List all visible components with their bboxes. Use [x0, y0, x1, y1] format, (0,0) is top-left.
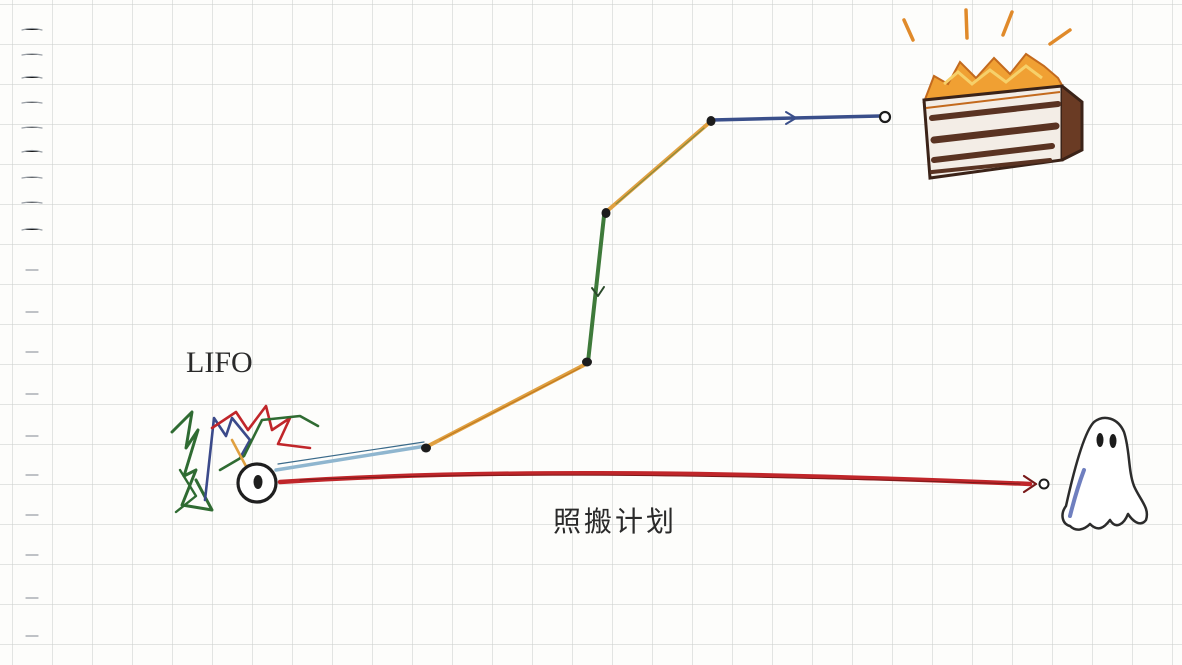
ghost-eye [1096, 433, 1104, 447]
rising-path [274, 111, 882, 472]
plan-label: 照搬计划 [553, 505, 678, 538]
goal-endpoint-ring [878, 110, 892, 124]
path-waypoints [421, 116, 716, 453]
margin-ticks [21, 27, 43, 637]
waypoint-dot [706, 116, 716, 126]
ghost-eye [1109, 434, 1117, 448]
waypoint-dot [601, 208, 611, 218]
burning-treasure-chest-icon [902, 8, 1084, 180]
flat-plan-path [277, 470, 1038, 494]
waypoint-dot [421, 443, 431, 453]
start-node-icon [236, 462, 278, 504]
waypoint-dot [582, 357, 592, 367]
failure-endpoint-ring [1038, 478, 1050, 490]
lifo-label: LIFO [186, 346, 253, 379]
tangled-scribble-icon [170, 404, 320, 514]
ghost-icon [1061, 416, 1149, 531]
